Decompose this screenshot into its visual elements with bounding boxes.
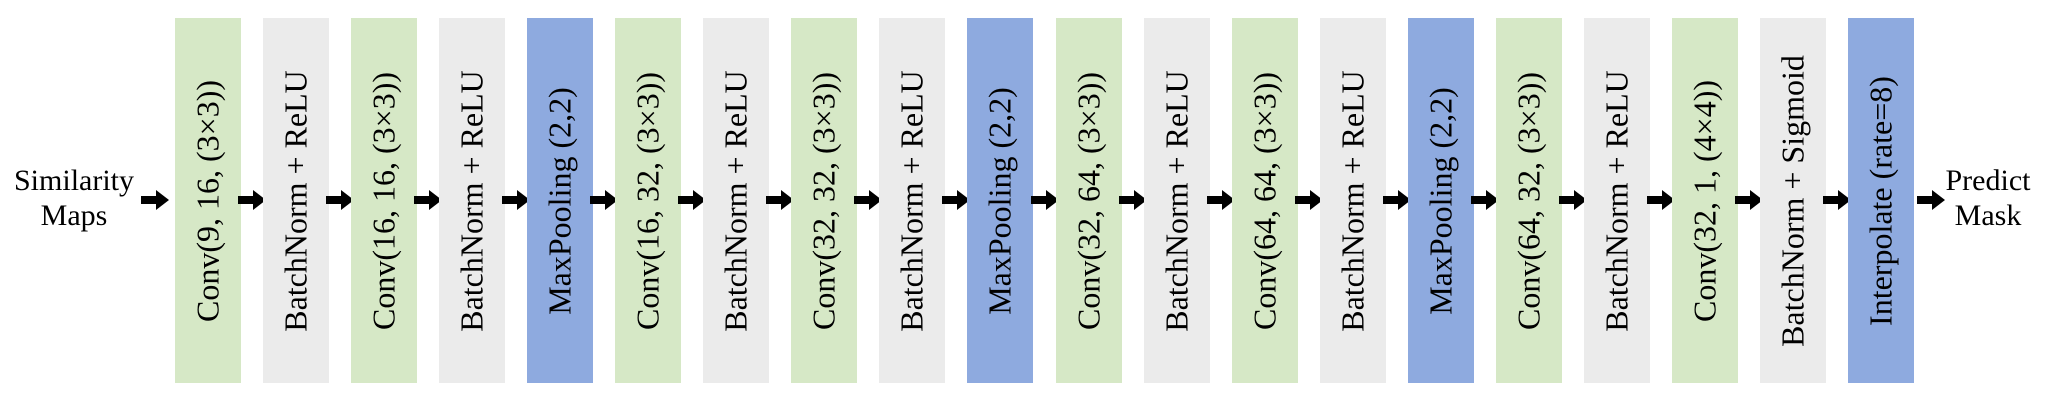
flow-arrow-icon [1647,190,1675,210]
layer-block-pool: Interpolate (rate=8) [1848,18,1914,383]
layer-label: BatchNorm + ReLU [1158,69,1195,332]
layer-block-conv: Conv(9, 16, (3×3)) [175,18,241,383]
layer-label: MaxPooling (2,2) [541,86,578,315]
layer-block-conv: Conv(32, 32, (3×3)) [791,18,857,383]
layer-label: Conv(32, 1, (4×4)) [1686,79,1723,322]
flow-arrow-icon [590,190,618,210]
flow-arrow-icon [766,190,794,210]
layer-label: Conv(16, 32, (3×3)) [629,71,666,330]
layer-label: BatchNorm + ReLU [453,69,490,332]
flow-arrow-icon [1031,190,1059,210]
flow-arrow-icon [1917,190,1945,210]
layer-block-norm: BatchNorm + ReLU [703,18,769,383]
layer-block-conv: Conv(32, 1, (4×4)) [1672,18,1738,383]
layer-label: BatchNorm + ReLU [1334,69,1371,332]
layer-label: MaxPooling (2,2) [1422,86,1459,315]
layer-label: Conv(32, 32, (3×3)) [805,71,842,330]
layer-block-norm: BatchNorm + ReLU [879,18,945,383]
flow-arrow-icon [1823,190,1851,210]
layer-label: Conv(64, 64, (3×3)) [1246,71,1283,330]
layer-label: BatchNorm + ReLU [277,69,314,332]
layer-block-conv: Conv(64, 32, (3×3)) [1496,18,1562,383]
flow-arrow-icon [238,190,266,210]
layer-block-norm: BatchNorm + ReLU [439,18,505,383]
flow-arrow-icon [1207,190,1235,210]
flow-arrow-icon [942,190,970,210]
layer-block-conv: Conv(16, 32, (3×3)) [615,18,681,383]
layer-block-conv: Conv(32, 64, (3×3)) [1056,18,1122,383]
flow-arrow-icon [1295,190,1323,210]
layer-label: Conv(16, 16, (3×3)) [365,71,402,330]
layer-label: BatchNorm + Sigmoid [1774,54,1811,347]
flow-arrow-icon [1559,190,1587,210]
layer-label: MaxPooling (2,2) [981,86,1018,315]
layer-label: BatchNorm + ReLU [717,69,754,332]
flow-arrow-icon [1471,190,1499,210]
flow-arrow-icon [1119,190,1147,210]
layer-label: BatchNorm + ReLU [1598,69,1635,332]
flow-arrow-icon [678,190,706,210]
flow-arrow-icon [1383,190,1411,210]
layer-block-norm: BatchNorm + ReLU [1584,18,1650,383]
output-label: Predict Mask [1930,163,2046,233]
layer-block-pool: MaxPooling (2,2) [527,18,593,383]
layer-block-pool: MaxPooling (2,2) [1408,18,1474,383]
flow-arrow-icon [414,190,442,210]
output-label-line-2: Mask [1954,199,2022,232]
layer-block-pool: MaxPooling (2,2) [967,18,1033,383]
input-label-line-2: Maps [40,199,108,232]
layer-label: Conv(9, 16, (3×3)) [189,79,226,322]
flow-arrow-icon [141,190,169,210]
input-label: Similarity Maps [4,163,144,233]
flow-arrow-icon [326,190,354,210]
layer-block-conv: Conv(16, 16, (3×3)) [351,18,417,383]
flow-arrow-icon [1735,190,1763,210]
layer-block-norm: BatchNorm + Sigmoid [1760,18,1826,383]
flow-arrow-icon [854,190,882,210]
flow-arrow-icon [502,190,530,210]
output-label-line-1: Predict [1945,164,2031,197]
layer-label: BatchNorm + ReLU [893,69,930,332]
layer-label: Conv(64, 32, (3×3)) [1510,71,1547,330]
layer-block-norm: BatchNorm + ReLU [1144,18,1210,383]
layer-block-norm: BatchNorm + ReLU [1320,18,1386,383]
input-label-line-1: Similarity [14,164,134,197]
layer-block-conv: Conv(64, 64, (3×3)) [1232,18,1298,383]
layer-label: Conv(32, 64, (3×3)) [1070,71,1107,330]
layer-label: Interpolate (rate=8) [1862,75,1899,326]
layer-block-norm: BatchNorm + ReLU [263,18,329,383]
